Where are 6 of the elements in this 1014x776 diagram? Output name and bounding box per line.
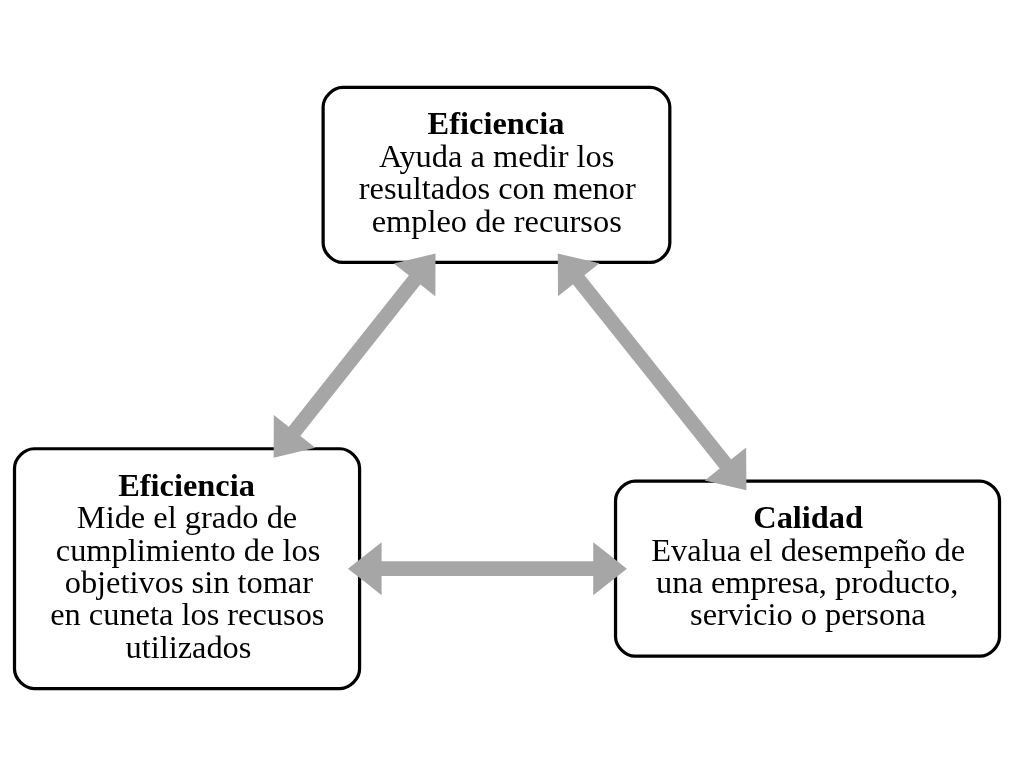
arrow: [557, 253, 747, 491]
node-box: Eficiencia Ayuda a medir los resultados con menor empleo de recursos: [321, 85, 672, 265]
arrow: [347, 542, 627, 596]
node-box: Eficiencia Mide el grado de cumplimiento de los objetivos sin tomar en cuneta los recusos utilizados: [12, 447, 362, 691]
arrow: [273, 253, 436, 458]
node-box: Calidad Evalua el desempeño de una empresa, producto, servicio o persona: [613, 479, 1002, 658]
